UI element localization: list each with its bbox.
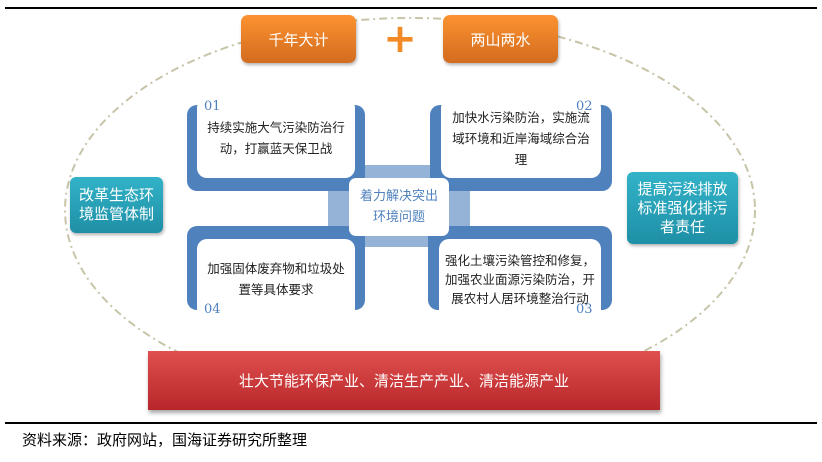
quadrant-01: 持续实施大气污染防治行动，打赢蓝天保卫战 [197,98,355,178]
goal-box-two-mountains: 两山两水 [443,15,558,63]
source-note: 资料来源：政府网站，国海证券研究所整理 [22,431,308,449]
side-box-left: 改革生态环境监管体制 [70,177,163,233]
quadrant-03: 强化土壤污染管控和修复，加强农业面源污染防治，开展农村人居环境整治行动 [439,239,601,319]
bottom-rule [5,422,817,424]
quadrant-04: 加强固体废弃物和垃圾处置等具体要求 [197,239,355,319]
quadrant-02-number: 02 [576,99,593,114]
quadrant-03-number: 03 [576,302,593,317]
plus-icon: + [383,16,417,62]
top-rule [5,7,817,9]
side-box-right: 提高污染排放标准强化排污者责任 [627,172,738,244]
quadrant-01-number: 01 [204,99,221,114]
center-box: 着力解决突出环境问题 [349,178,449,236]
goal-box-millennium-plan: 千年大计 [241,15,356,63]
industry-banner: 壮大节能环保产业、清洁生产产业、清洁能源产业 [148,351,660,410]
quadrant-04-number: 04 [204,302,221,317]
quadrant-02: 加快水污染防治，实施流域环境和近岸海域综合治理 [441,98,601,178]
